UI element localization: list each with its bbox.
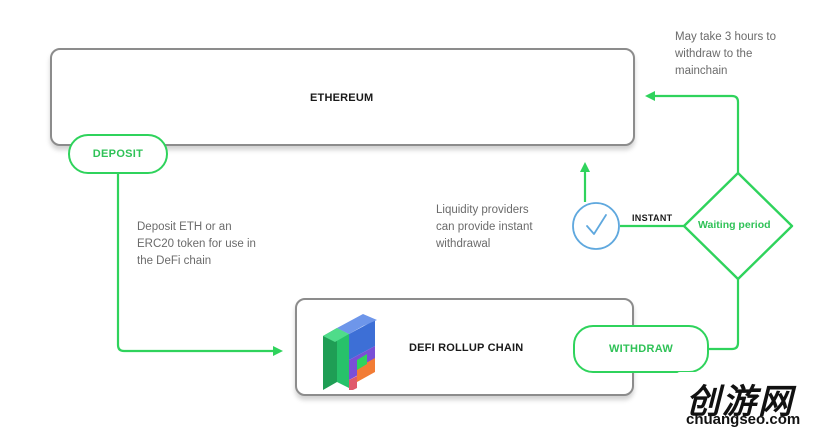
waiting-note: May take 3 hours to withdraw to the main… (675, 31, 776, 77)
watermark-chinese-text: 创游网 (686, 382, 794, 422)
defi-rollup-box: DEFI ROLLUP CHAIN (295, 298, 634, 396)
defi-rollup-title: DEFI ROLLUP CHAIN (409, 342, 524, 354)
blocks-icon (323, 314, 377, 390)
waiting-period-diamond (682, 171, 794, 281)
watermark-logo: 创游网 chuangseo.com (676, 372, 830, 432)
instant-label: INSTANT (632, 213, 673, 223)
withdraw-pill: WITHDRAW (573, 325, 709, 373)
watermark-url: chuangseo.com (686, 411, 801, 428)
deposit-note: Deposit ETH or an ERC20 token for use in… (137, 221, 256, 267)
ethereum-title: ETHEREUM (310, 92, 374, 104)
deposit-pill: DEPOSIT (68, 134, 168, 174)
deposit-arrow (116, 174, 283, 356)
waiting-to-ethereum-arrow (645, 91, 740, 173)
instant-note: Liquidity providers can provide instant … (436, 204, 533, 250)
withdraw-to-waiting-line (709, 279, 740, 351)
waiting-period-label: Waiting period (698, 219, 771, 231)
checkmark-circle-icon (572, 202, 620, 250)
ethereum-box: ETHEREUM (50, 48, 635, 146)
